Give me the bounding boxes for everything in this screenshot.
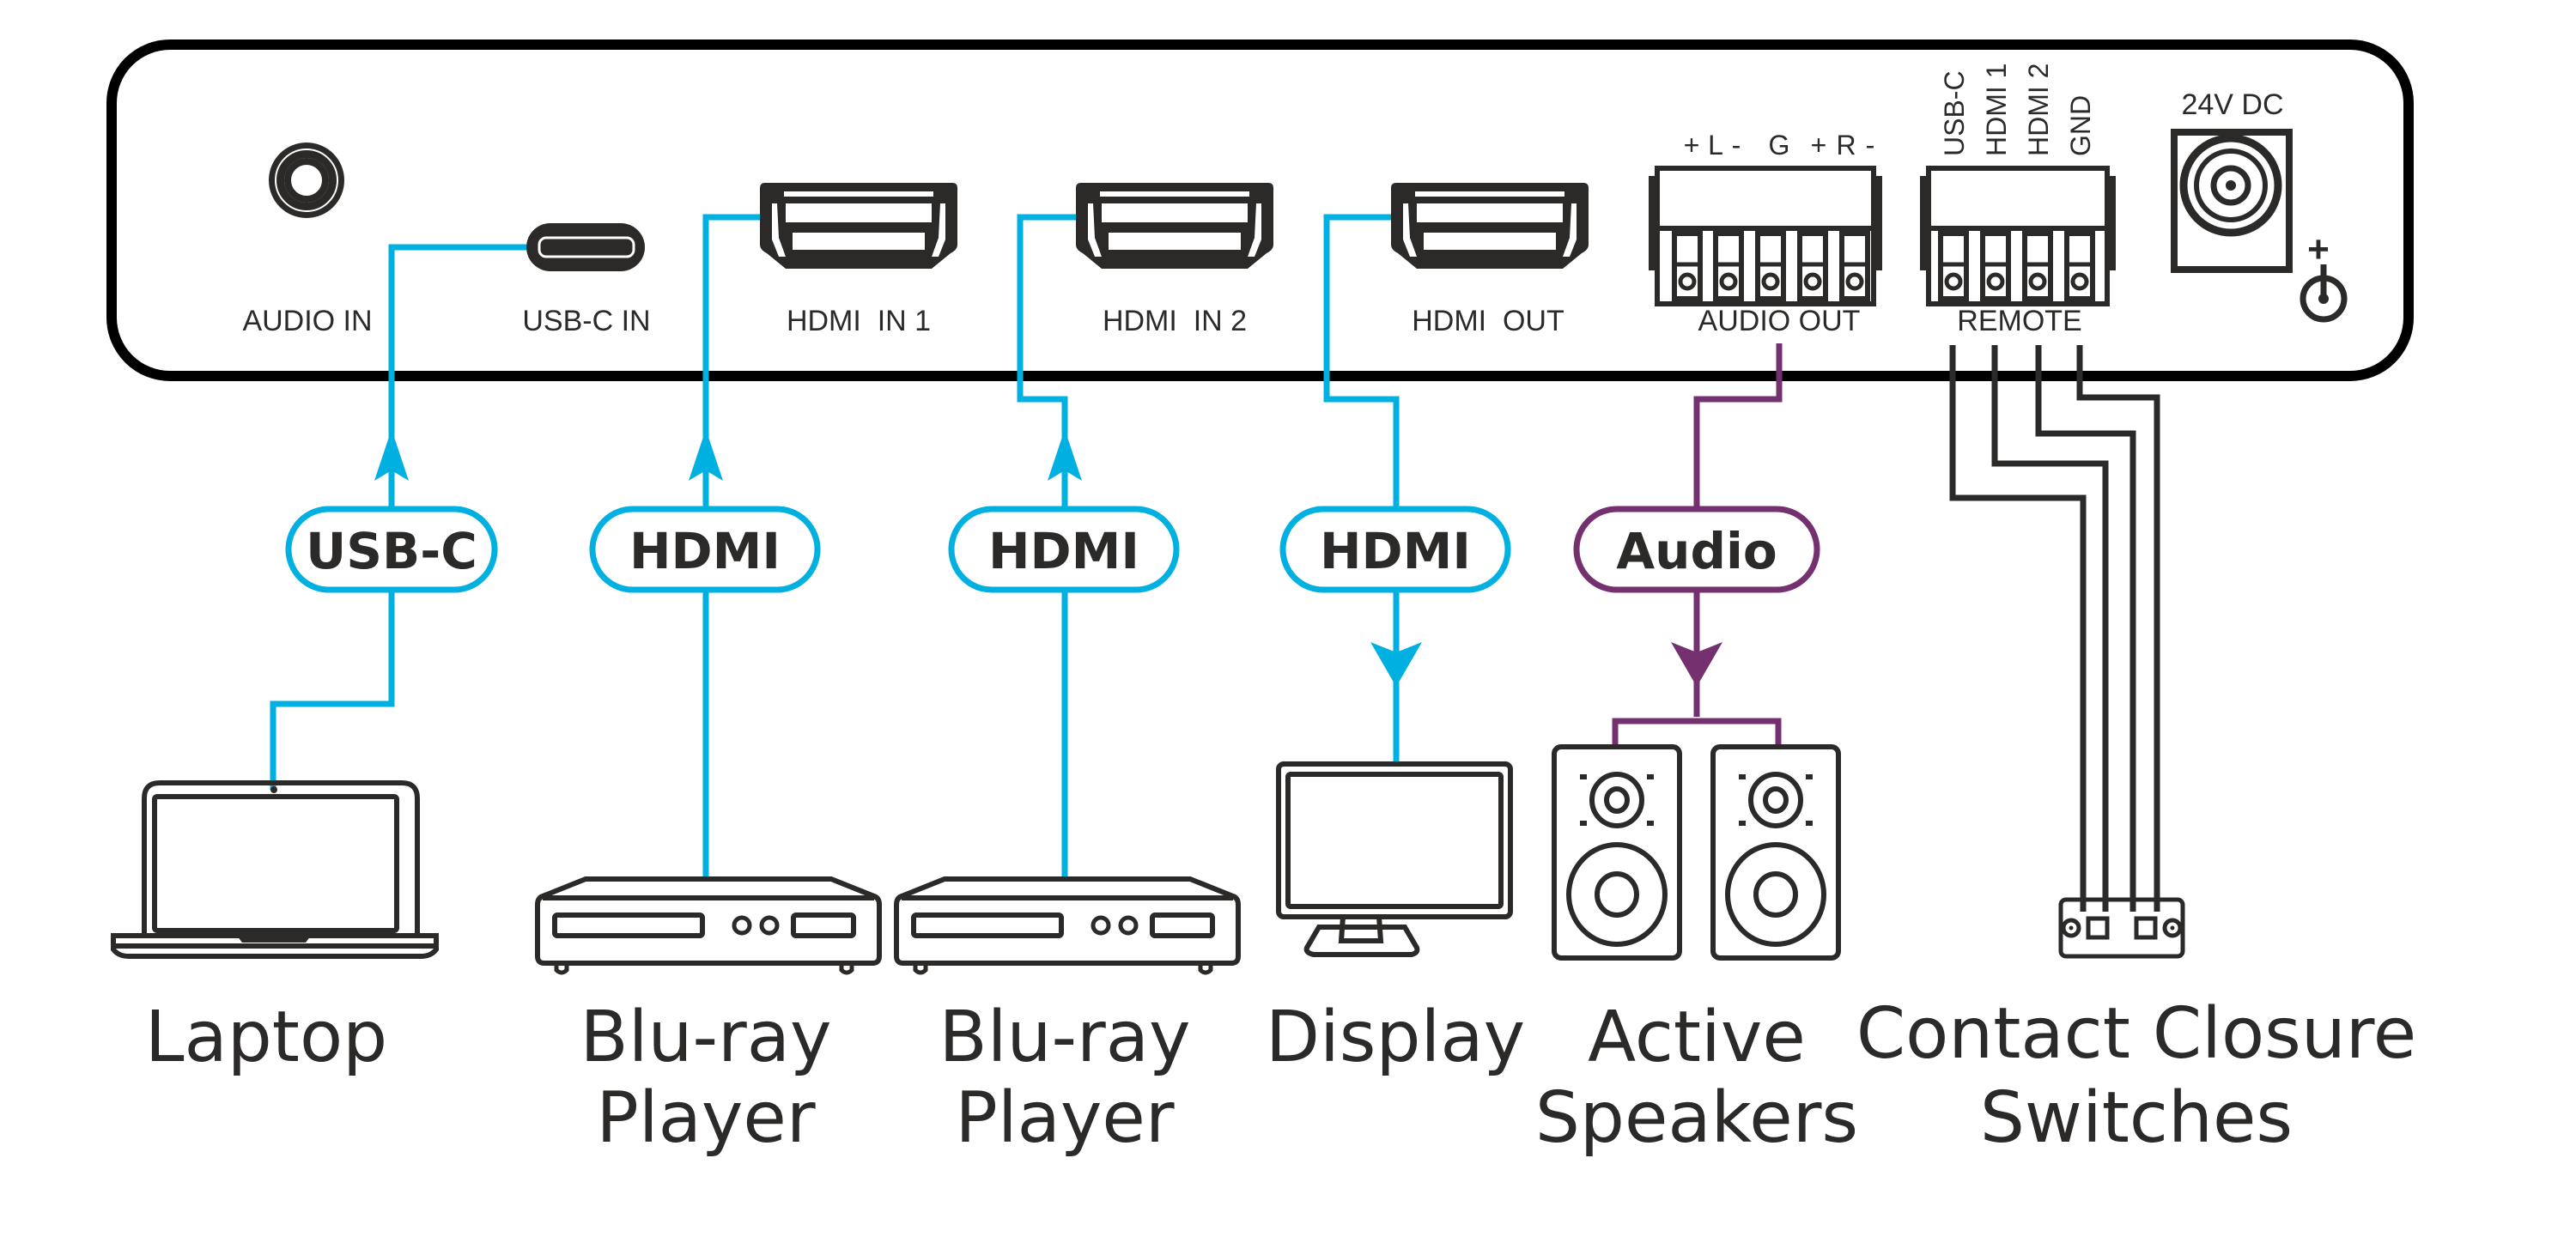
audio-pin-label: - [1732, 130, 1741, 161]
audio-cable-pill: Audio [1573, 506, 1820, 593]
power-jack-icon [2171, 129, 2293, 273]
laptop-label: Laptop [145, 997, 387, 1078]
audio-out-terminal-block-icon [1649, 166, 1882, 306]
display-label: Display [1266, 997, 1525, 1078]
switches-label-line2: Switches [1980, 1077, 2293, 1159]
audio-pin-label: + [1811, 130, 1827, 161]
audio-out-label: AUDIO OUT [1698, 305, 1861, 337]
laptop-icon [111, 780, 439, 959]
hdmi-in1-cable [702, 214, 760, 879]
hdmi-out-label: HDMI OUT [1412, 305, 1564, 337]
usbc-arrow-up-icon [374, 429, 409, 481]
usbc-pill-label: USB-C [306, 522, 477, 580]
hdmi-out-arrow-down-icon [1370, 642, 1422, 687]
speakers-label-line1: Active [1588, 997, 1806, 1078]
hdmi-out-cable-pill: HDMI [1279, 506, 1511, 593]
usbc-cable [270, 244, 526, 790]
hdmi-in1-arrow-up-icon [689, 429, 723, 481]
usbc-in-label: USB-C IN [522, 305, 650, 337]
hdmi-pill-label: HDMI [1320, 522, 1471, 580]
remote-pin-label: HDMI 2 [2023, 64, 2054, 156]
bluray-player-1-icon [535, 876, 882, 975]
hdmi-in1-cable-pill: HDMI [589, 506, 821, 593]
audio-arrow-down-icon [1671, 642, 1722, 687]
usbc-cable-pill: USB-C [285, 506, 498, 593]
bluray1-label-line2: Player [596, 1077, 815, 1159]
polarity-plus: + [2307, 228, 2330, 270]
remote-wire-hdmi2 [2035, 345, 2136, 912]
remote-wire-hdmi1 [1991, 345, 2109, 912]
hdmi-pill-label: HDMI [629, 522, 781, 580]
display-icon [1276, 761, 1513, 957]
audio-pin-label: R [1836, 130, 1856, 161]
hdmi-in1-label: HDMI IN 1 [787, 305, 931, 337]
power-label: 24V DC [2181, 88, 2283, 121]
remote-terminal-block-icon [1920, 166, 2116, 306]
remote-label: REMOTE [1957, 305, 2081, 337]
hdmi-in1-port-icon [760, 183, 957, 269]
polarity-icon: + [2300, 228, 2348, 323]
hdmi-in2-cable-pill: HDMI [948, 506, 1180, 593]
remote-wire-usbc [1949, 345, 2087, 912]
audio-pin-label: + [1684, 130, 1700, 161]
remote-pin-labels: USB-C HDMI 1 HDMI 2 GND [1939, 64, 2096, 156]
speaker-right-icon [1710, 744, 1841, 961]
audio-out-pin-labels: + L - G + R - [1684, 130, 1875, 161]
bluray-player-2-icon [894, 876, 1241, 975]
audio-pin-label: G [1769, 130, 1790, 161]
hdmi-in2-port-icon [1076, 183, 1273, 269]
remote-pin-label: GND [2065, 95, 2096, 156]
bluray2-label-line2: Player [955, 1077, 1174, 1159]
hdmi-pill-label: HDMI [988, 522, 1139, 580]
remote-wire-gnd [2076, 345, 2160, 912]
audio-in-jack-icon [269, 142, 344, 218]
hdmi-in2-arrow-up-icon [1048, 429, 1082, 481]
audio-pill-label: Audio [1616, 522, 1777, 580]
remote-pin-label: USB-C [1939, 70, 1970, 156]
audio-split-cable [1612, 718, 1782, 747]
speaker-left-icon [1552, 744, 1682, 961]
switches-label-line1: Contact Closure [1856, 993, 2416, 1075]
contact-closure-switch-icon [2058, 897, 2185, 959]
audio-in-label: AUDIO IN [242, 305, 372, 337]
hdmi-in2-label: HDMI IN 2 [1103, 305, 1247, 337]
hdmi-out-port-icon [1391, 183, 1589, 269]
audio-pin-label: - [1866, 130, 1875, 161]
bluray1-label-line1: Blu-ray [580, 997, 831, 1078]
audio-pin-label: L [1708, 130, 1723, 161]
bluray2-label-line1: Blu-ray [939, 997, 1190, 1078]
speakers-label-line2: Speakers [1535, 1077, 1858, 1159]
remote-pin-label: HDMI 1 [1981, 64, 2012, 156]
usbc-port-icon [526, 223, 645, 271]
